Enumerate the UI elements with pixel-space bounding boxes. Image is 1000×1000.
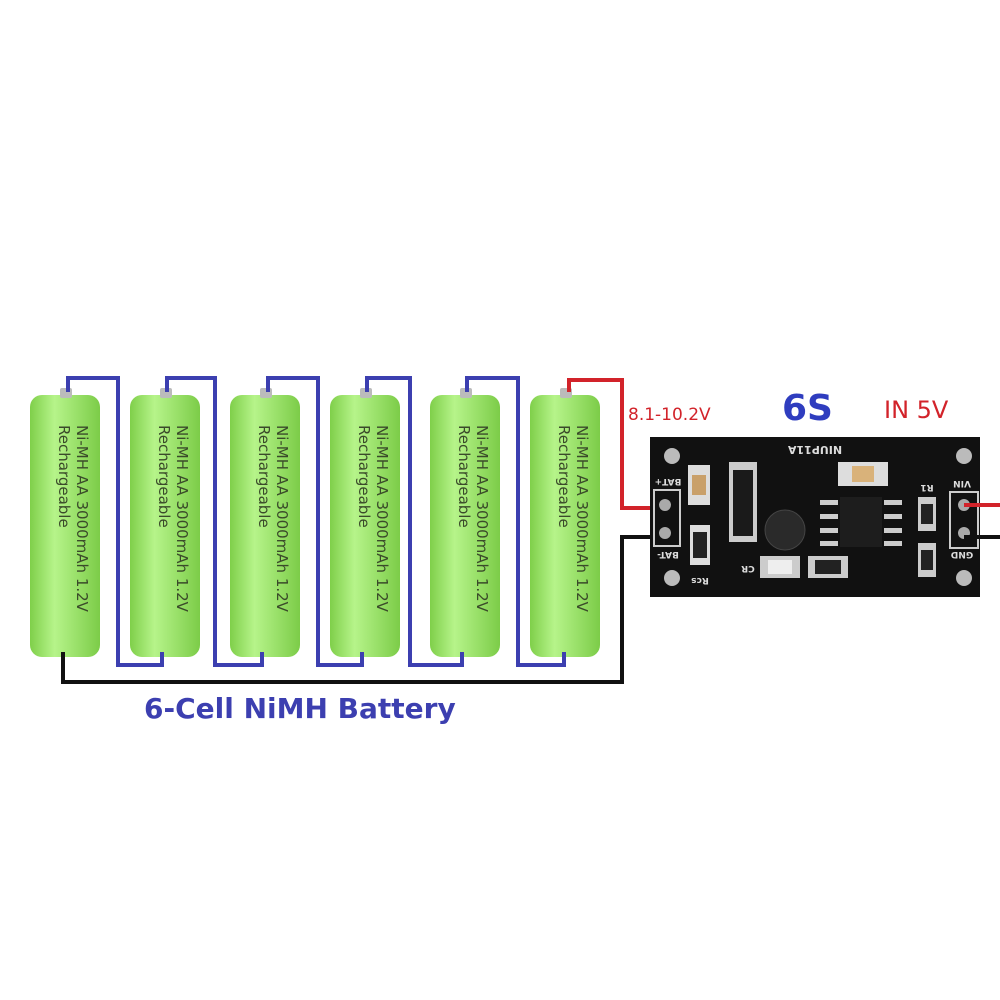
caption: 6-Cell NiMH Battery — [144, 692, 456, 725]
battery-label: Ni-MH AA 3000mAh 1.2V — [173, 425, 191, 613]
battery-label: Ni-MH AA 3000mAh 1.2V — [73, 425, 91, 613]
charger-board: NIUP11A BAT+ BAT- VIN GND Rcs CR R1 — [650, 437, 1000, 597]
input-voltage-label: IN 5V — [884, 396, 949, 424]
battery-label: Ni-MH AA 3000mAh 1.2V — [573, 425, 591, 613]
battery-body — [230, 395, 300, 657]
battery-label: Rechargeable — [355, 425, 373, 528]
battery-label: Ni-MH AA 3000mAh 1.2V — [473, 425, 491, 613]
pin-vin: VIN — [953, 478, 971, 488]
battery-label: Ni-MH AA 3000mAh 1.2V — [373, 425, 391, 613]
series-wire — [465, 376, 566, 667]
series-wire — [266, 376, 364, 667]
battery-body — [130, 395, 200, 657]
label-rcs: Rcs — [691, 575, 709, 585]
series-wire — [66, 376, 164, 667]
battery-body — [430, 395, 500, 657]
pin-bat-minus: BAT- — [657, 549, 679, 559]
pin-gnd: GND — [951, 549, 973, 559]
config-label: 6S — [782, 388, 833, 429]
battery-label: Rechargeable — [455, 425, 473, 528]
label-cr: CR — [741, 563, 755, 573]
negative-wire — [61, 535, 662, 684]
battery-body — [330, 395, 400, 657]
battery-label: Rechargeable — [55, 425, 73, 528]
pin-bat-plus: BAT+ — [655, 476, 682, 486]
voltage-range-label: 8.1-10.2V — [628, 405, 711, 425]
battery-label: Ni-MH AA 3000mAh 1.2V — [273, 425, 291, 613]
positive-wire — [567, 378, 662, 510]
battery-label: Rechargeable — [255, 425, 273, 528]
battery-label: Rechargeable — [155, 425, 173, 528]
series-wire — [365, 376, 464, 667]
battery-body — [530, 395, 600, 657]
board-model: NIUP11A — [787, 443, 842, 456]
battery-body — [30, 395, 100, 657]
series-wire — [165, 376, 264, 667]
label-r1: R1 — [920, 482, 933, 492]
battery-label: Rechargeable — [555, 425, 573, 528]
